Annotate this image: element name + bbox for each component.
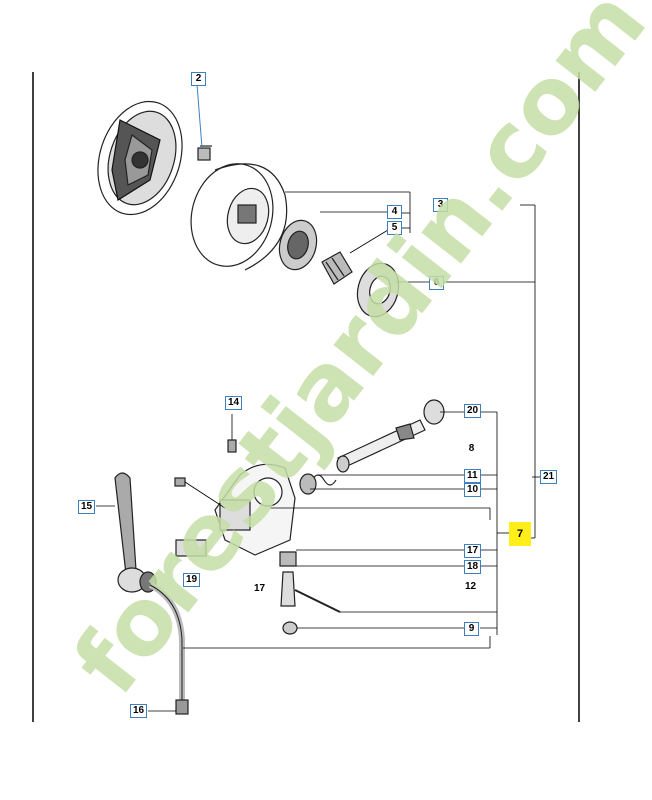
part-label-8: 8 — [468, 443, 475, 454]
part-label-5: 5 — [387, 221, 402, 235]
part-label-10: 10 — [464, 483, 482, 497]
leader-lines-lower — [96, 411, 510, 712]
oil-pump-assembly — [114, 399, 445, 715]
part-label-3: 3 — [433, 198, 448, 212]
leader-lines-upper — [285, 191, 540, 539]
part-label-16: 16 — [130, 704, 148, 718]
part-label-6: 6 — [429, 276, 444, 290]
part-label-17-secondary: 17 — [254, 583, 266, 594]
part-label-20: 20 — [464, 404, 482, 418]
part-label-18: 18 — [464, 560, 482, 574]
part-label-7: 7 — [509, 522, 531, 546]
part-label-19: 19 — [183, 573, 201, 587]
part-label-4: 4 — [387, 205, 402, 219]
part-label-14: 14 — [225, 396, 243, 410]
part-label-9: 9 — [464, 622, 479, 636]
part-label-11: 11 — [464, 469, 481, 483]
clutch-assembly — [97, 83, 400, 318]
part-label-21: 21 — [540, 470, 558, 484]
part-label-2: 2 — [191, 72, 206, 86]
part-label-12: 12 — [465, 581, 477, 592]
part-label-17: 17 — [464, 544, 482, 558]
part-label-15: 15 — [78, 500, 96, 514]
